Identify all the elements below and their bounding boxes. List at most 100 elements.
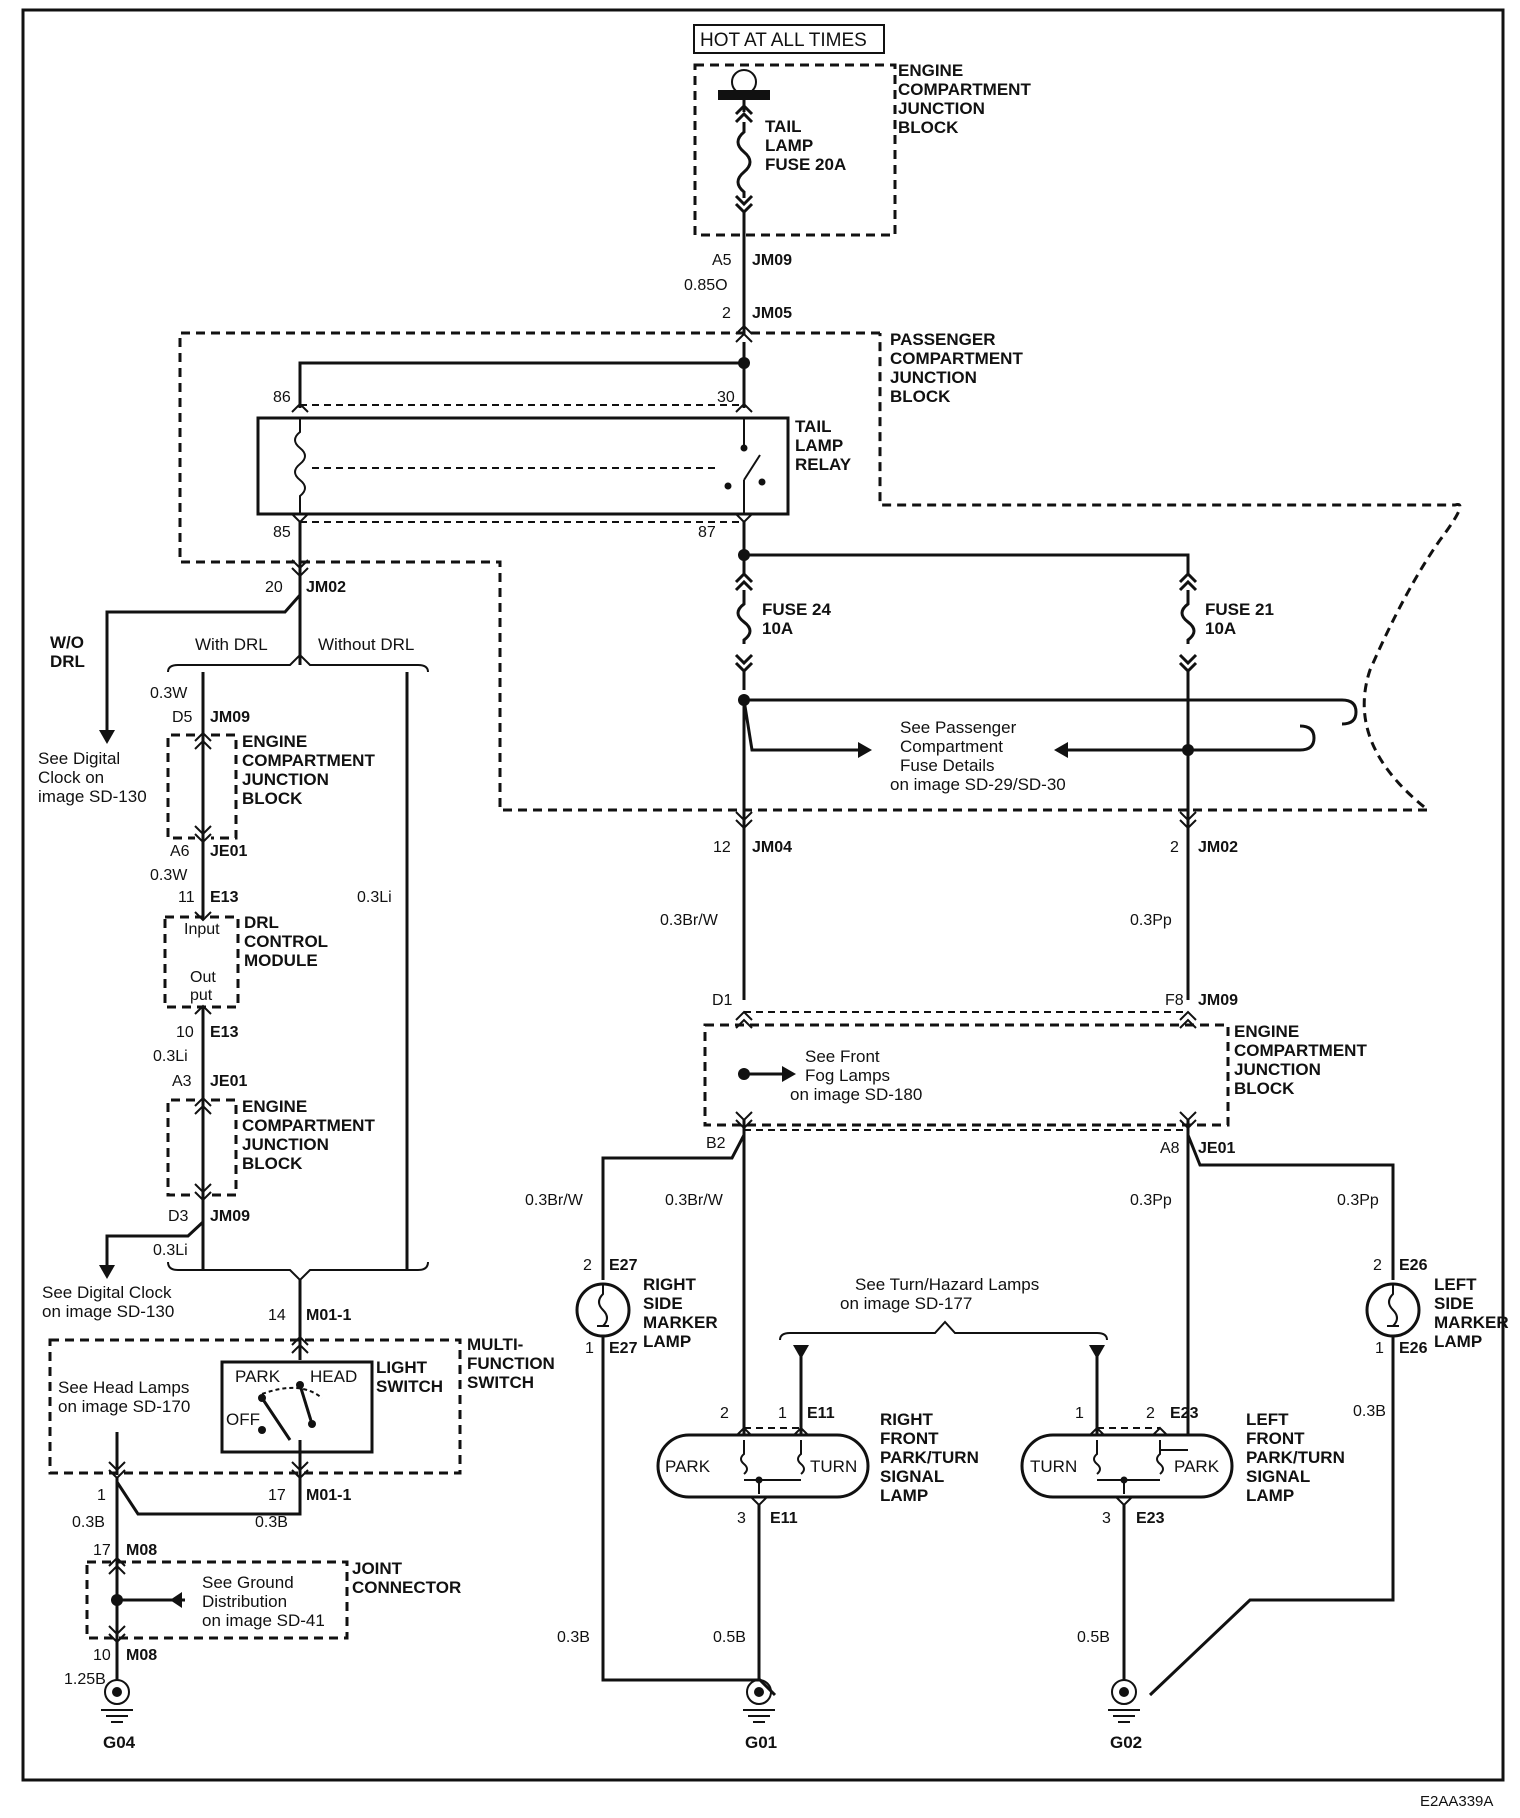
arrow-turn-left-lamp <box>1089 1345 1105 1359</box>
pin-20: 20 <box>265 579 283 596</box>
pin-12: 12 <box>713 839 731 856</box>
light-switch-arc <box>261 1386 323 1399</box>
conn-e23-a: E23 <box>1170 1405 1199 1422</box>
relay-pin-87: 87 <box>698 524 716 541</box>
option-brace-bottom <box>167 1261 429 1282</box>
pin-3-e23: 3 <box>1102 1510 1111 1527</box>
light-switch-box <box>220 1360 374 1454</box>
light-switch-input-terminal <box>291 1335 309 1354</box>
wire-label-03b-e26: 0.3B <box>1353 1403 1386 1420</box>
engine-compartment-junction-block-3 <box>703 1023 1230 1127</box>
pin-a8: A8 <box>1160 1140 1180 1157</box>
rf-turn-label: TURN <box>810 1457 857 1476</box>
right-side-marker-lamp-bulb-icon <box>575 1282 631 1338</box>
conn-e23-b: E23 <box>1136 1510 1165 1527</box>
ground-g04-icon <box>101 1679 133 1723</box>
relay-contact-icon <box>743 418 761 514</box>
arrow-front-fog <box>782 1066 796 1082</box>
hot-at-all-times-label: HOT AT ALL TIMES <box>700 30 867 51</box>
ecjb2-terminals <box>194 1096 212 1202</box>
conn-e26-a: E26 <box>1399 1257 1428 1274</box>
conn-e27-a: E27 <box>609 1257 638 1274</box>
lf-turn-label: TURN <box>1030 1457 1077 1476</box>
drl-input-label: Input <box>184 921 220 938</box>
wire-label-03pp-c: 0.3Pp <box>1337 1192 1379 1209</box>
wire-label-03li-a: 0.3Li <box>153 1048 188 1065</box>
connector-jm02-right <box>1179 811 1197 830</box>
wire-03b-left-marker-ground <box>1148 1336 1395 1697</box>
switch-park-label: PARK <box>235 1367 281 1386</box>
pin-2-jm05: 2 <box>722 305 731 322</box>
lf-park-label: PARK <box>1174 1457 1220 1476</box>
wire-label-03b-l: 0.3B <box>72 1514 105 1531</box>
wire-fuse21-feed <box>744 553 1190 575</box>
pin-17-m08: 17 <box>93 1542 111 1559</box>
conn-e13-a: E13 <box>210 889 239 906</box>
ecjb1-terminals <box>194 731 212 844</box>
relay-pin-30: 30 <box>717 389 735 406</box>
pin-1-m08: 1 <box>97 1487 106 1504</box>
conn-jm04: JM04 <box>752 839 792 856</box>
wire-label-03w-a: 0.3W <box>150 685 188 702</box>
ground-g02-label: G02 <box>1110 1733 1142 1752</box>
relay-coil-icon <box>294 418 306 514</box>
conn-jm05: JM05 <box>752 305 792 322</box>
arrow-pcfd-left <box>858 742 872 758</box>
switch-off-label: OFF <box>226 1410 260 1429</box>
pin-2-e27: 2 <box>583 1257 592 1274</box>
conn-je01-a6: JE01 <box>210 843 247 860</box>
wire-03brw-to-right-marker <box>601 1134 746 1280</box>
pin-1-e26: 1 <box>1375 1340 1384 1357</box>
pin-1-e11: 1 <box>778 1405 787 1422</box>
wire-label-03li-side: 0.3Li <box>357 889 392 906</box>
wire-label-085o: 0.85O <box>684 277 728 294</box>
rf-filaments-icon <box>740 1440 805 1494</box>
battery-feed-icon <box>718 69 770 100</box>
wire-03pp-to-left-marker <box>1186 1134 1395 1280</box>
passenger-compartment-junction-block <box>178 331 1462 812</box>
arrow-digital-clock-2 <box>99 1265 115 1279</box>
arrow-pcfd-right <box>1054 742 1068 758</box>
without-drl-label: Without DRL <box>318 635 414 654</box>
pin-1-e27: 1 <box>585 1340 594 1357</box>
right-front-park-turn-lamp <box>656 1433 870 1499</box>
ground-g02-icon <box>1108 1679 1140 1723</box>
ecjb-1-box <box>166 733 238 840</box>
wire-label-03brw-a: 0.3Br/W <box>660 912 719 929</box>
conn-m08-a: M08 <box>126 1542 157 1559</box>
conn-je01-a8: JE01 <box>1198 1140 1235 1157</box>
ground-g04-label: G04 <box>103 1733 136 1752</box>
conn-m08-b: M08 <box>126 1647 157 1664</box>
ground-g01-label: G01 <box>745 1733 777 1752</box>
hot-at-all-times-box <box>693 24 885 54</box>
wire-fuse21-branch <box>1188 724 1316 752</box>
connector-jm02-left <box>291 559 309 578</box>
wire-label-03brw-c: 0.3Br/W <box>665 1192 724 1209</box>
relay-30-terminal <box>735 402 753 413</box>
pin-10: 10 <box>176 1024 194 1041</box>
conn-e13-b: E13 <box>210 1024 239 1041</box>
relay-pin-86: 86 <box>273 389 291 406</box>
switch-head-label: HEAD <box>310 1367 357 1386</box>
wire-label-03b-g01: 0.3B <box>557 1629 590 1646</box>
wire-label-125b: 1.25B <box>64 1671 106 1688</box>
fuse-24-10a <box>734 555 754 690</box>
arrow-ground-distribution <box>170 1592 182 1608</box>
conn-m011-a: M01-1 <box>306 1307 351 1324</box>
fuse-21-10a <box>1178 571 1198 700</box>
